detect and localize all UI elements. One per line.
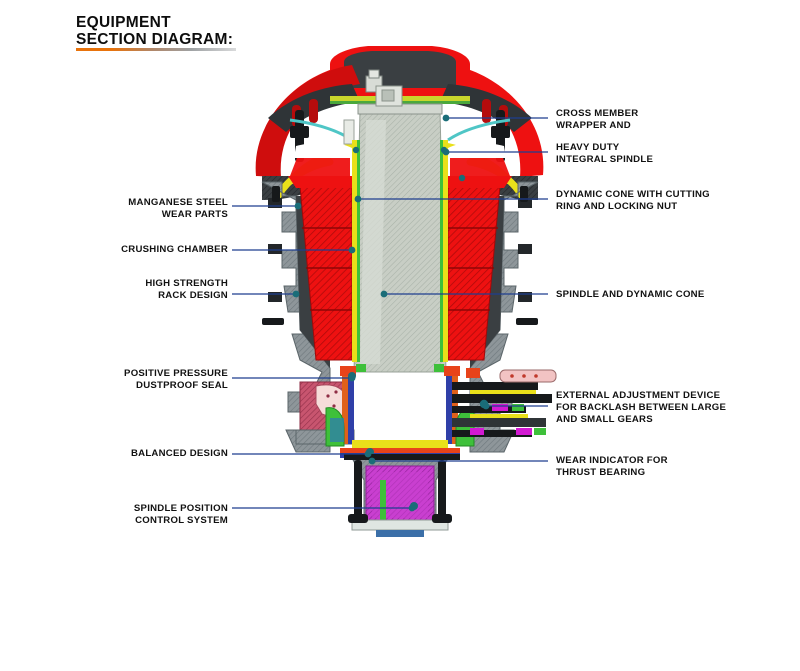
spindle-and-dynamic-cone xyxy=(343,85,466,373)
callout-balanced-design: BALANCED DESIGN xyxy=(131,448,228,460)
page-title: EQUIPMENT SECTION DIAGRAM: xyxy=(76,14,336,48)
title-underline-rule xyxy=(76,48,236,51)
callout-line: EXTERNAL ADJUSTMENT DEVICE xyxy=(556,390,721,401)
callout-line: CRUSHING CHAMBER xyxy=(121,244,228,255)
callout-dynamic-cone-cutting-ring: DYNAMIC CONE WITH CUTTING RING AND LOCKI… xyxy=(556,189,710,213)
callout-external-adjustment-device: EXTERNAL ADJUSTMENT DEVICE FOR BACKLASH … xyxy=(556,390,726,427)
callout-line: RING AND LOCKING NUT xyxy=(556,201,678,213)
callout-line: THRUST BEARING xyxy=(556,467,646,479)
callout-spindle-and-dynamic-cone: SPINDLE AND DYNAMIC CONE xyxy=(556,289,705,301)
callout-line: WEAR INDICATOR FOR xyxy=(556,455,668,466)
external-adjustment-gear-assembly xyxy=(452,368,557,437)
callout-line: DUSTPROOF SEAL xyxy=(136,380,228,392)
callout-line: WEAR PARTS xyxy=(161,209,228,221)
page-title-line-1: EQUIPMENT xyxy=(76,14,171,31)
spindle-position-control-system xyxy=(344,454,460,537)
callout-positive-pressure-dustproof-seal: POSITIVE PRESSURE DUSTPROOF SEAL xyxy=(124,368,228,392)
callout-cross-member-wrapper: CROSS MEMBER WRAPPER AND xyxy=(556,108,638,132)
callout-line: RACK DESIGN xyxy=(158,290,228,302)
callout-line: BALANCED DESIGN xyxy=(130,448,228,459)
callout-line: FOR BACKLASH BETWEEN LARGE xyxy=(556,402,727,414)
callout-line: SPINDLE POSITION xyxy=(133,503,228,514)
callout-line: CROSS MEMBER xyxy=(556,108,639,119)
callout-line: HIGH STRENGTH xyxy=(145,278,228,289)
callout-line: WRAPPER AND xyxy=(556,120,631,132)
callout-line: MANGANESE STEEL xyxy=(128,197,228,208)
manganese-wear-liners xyxy=(288,142,512,361)
callout-line: INTEGRAL SPINDLE xyxy=(556,154,654,166)
callout-line: DYNAMIC CONE WITH CUTTING xyxy=(556,189,710,200)
page-title-line-2: SECTION DIAGRAM: xyxy=(76,31,234,48)
callout-wear-indicator-thrust-bearing: WEAR INDICATOR FOR THRUST BEARING xyxy=(556,455,668,479)
callout-high-strength-rack-design: HIGH STRENGTH RACK DESIGN xyxy=(145,278,228,302)
callout-line: AND SMALL GEARS xyxy=(556,414,653,426)
callout-heavy-duty-integral-spindle: HEAVY DUTY INTEGRAL SPINDLE xyxy=(556,142,653,166)
callout-line: CONTROL SYSTEM xyxy=(135,515,228,527)
callout-crushing-chamber: CRUSHING CHAMBER xyxy=(121,244,228,256)
callout-line: HEAVY DUTY xyxy=(556,142,620,153)
callout-line: POSITIVE PRESSURE xyxy=(124,368,228,379)
callout-manganese-steel-wear-parts: MANGANESE STEEL WEAR PARTS xyxy=(128,197,228,221)
callout-line: SPINDLE AND DYNAMIC CONE xyxy=(556,289,705,300)
callout-spindle-position-control-system: SPINDLE POSITION CONTROL SYSTEM xyxy=(134,503,228,527)
